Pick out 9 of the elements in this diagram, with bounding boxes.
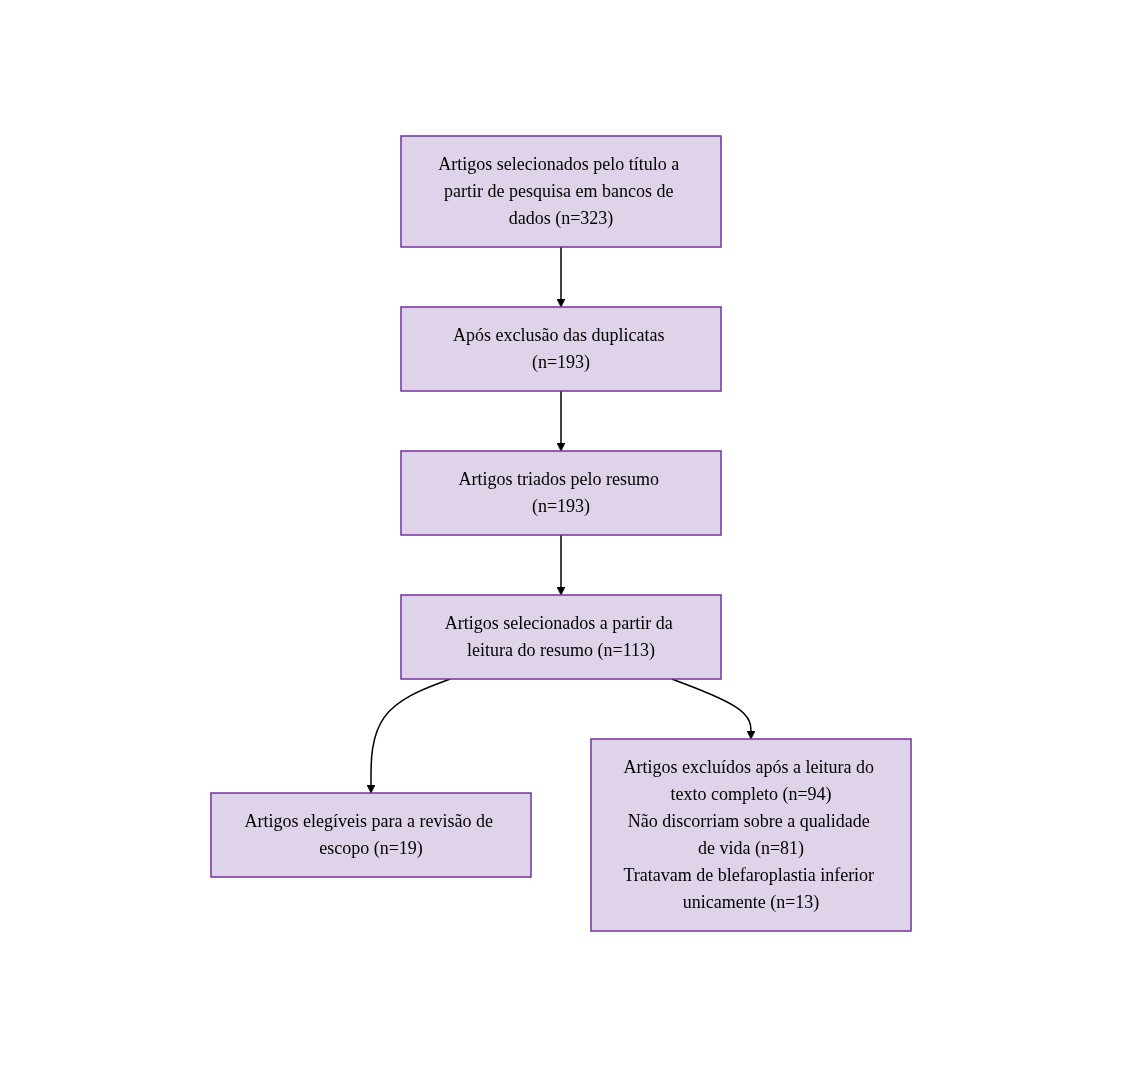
node-box: Após exclusão das duplicatas (n=193) (399, 306, 722, 392)
node-box: Artigos triados pelo resumo (n=193) (399, 450, 722, 536)
arrow (556, 390, 565, 452)
node-box: Artigos selecionados a partir da leitura do resumo (n=113) (399, 594, 722, 680)
node-box: Artigos selecionados pelo título a partir de pesquisa em bancos de dados (n=323) (399, 135, 722, 248)
arrow (556, 246, 565, 308)
arrow (556, 534, 565, 596)
node-box: Artigos elegíveis para a revisão de escopo (n=19) (209, 792, 532, 878)
node-box: Artigos excluídos após a leitura do texto completo (n=94) Não discorriam sobre a qualidade de vida (n=81) Tratavam de blefaroplastia inferior unicamente (n=13) (589, 738, 912, 932)
